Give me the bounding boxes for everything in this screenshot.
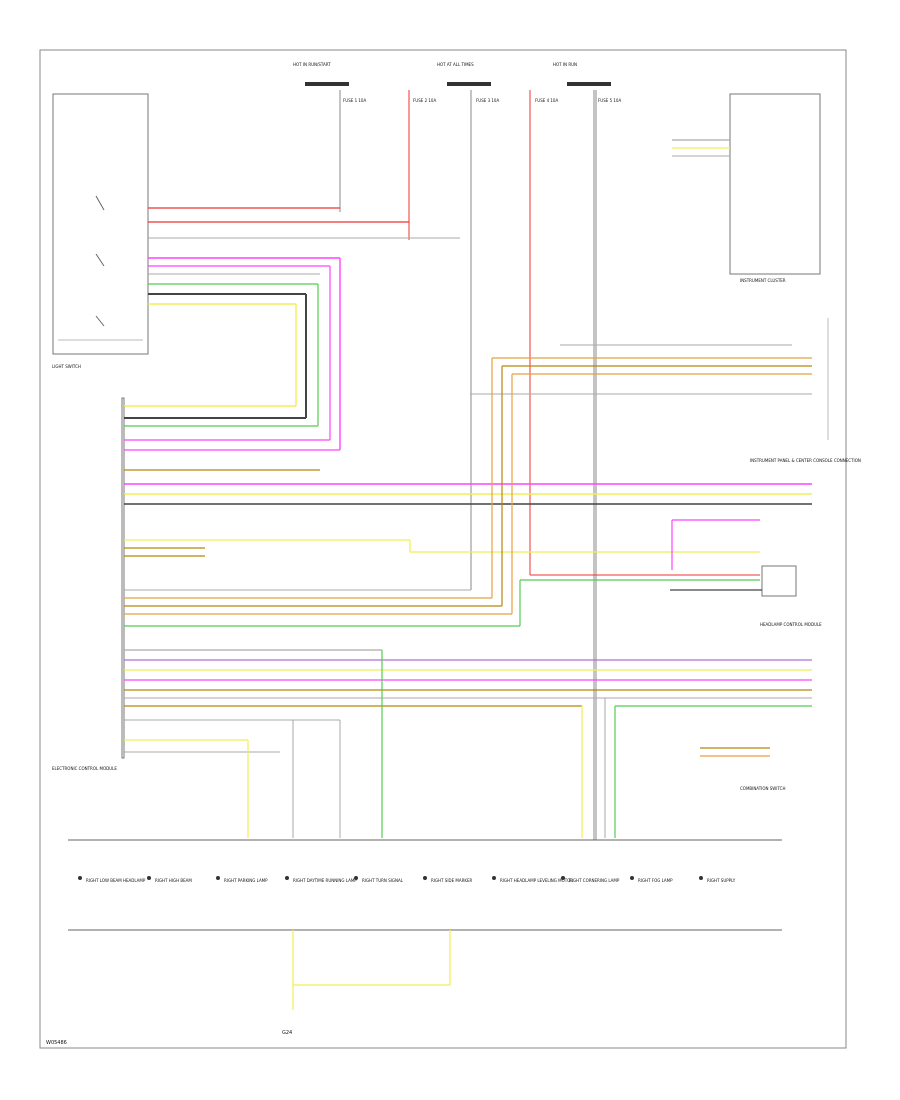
component-label: RIGHT HIGH BEAM (155, 878, 192, 883)
ground-circuit: G24 (282, 930, 451, 1036)
fuse-3-label: FUSE 3 10A (476, 98, 499, 103)
component-label: RIGHT HEADLAMP LEVELING MOTOR (500, 878, 573, 883)
instrument-panel-label: INSTRUMENT PANEL & CENTER CONSOLE CONNEC… (750, 458, 861, 463)
power-supply-label-2: HOT AT ALL TIMES (437, 62, 474, 67)
light-switch-label: LIGHT SWITCH (52, 364, 81, 369)
headlamp-control-label: HEADLAMP CONTROL MODULE (760, 622, 822, 627)
component-label: RIGHT LOW BEAM HEADLAMP (86, 878, 146, 883)
combination-switch: COMBINATION SWITCH (700, 747, 785, 791)
component-label: RIGHT SIDE MARKER (431, 878, 472, 883)
component-pin (630, 876, 634, 880)
ecm-wires (124, 358, 812, 753)
component-pin (699, 876, 703, 880)
diagram-frame (39, 49, 847, 1049)
component-label: RIGHT FOG LAMP (638, 878, 673, 883)
light-switch: LIGHT SWITCH (52, 93, 149, 369)
component-pin (423, 876, 427, 880)
combination-switch-label: COMBINATION SWITCH (740, 786, 785, 791)
power-supply-label-3: HOT IN RUN (553, 62, 577, 67)
headlamp-control-module: HEADLAMP CONTROL MODULE (670, 519, 822, 627)
fuse-2-label: FUSE 2 10A (413, 98, 436, 103)
component-label: RIGHT TURN SIGNAL (362, 878, 404, 883)
instrument-cluster-label: INSTRUMENT CLUSTER (740, 278, 786, 283)
fuse-5-label: FUSE 5 10A (598, 98, 621, 103)
component-pin (492, 876, 496, 880)
fuse-1-label: FUSE 1 10A (343, 98, 366, 103)
component-pin (285, 876, 289, 880)
ground-label: G24 (282, 1030, 292, 1036)
component-pin (78, 876, 82, 880)
light-switch-wires (148, 207, 460, 450)
fuse-4-label: FUSE 4 10A (535, 98, 558, 103)
electronic-control-module: ELECTRONIC CONTROL MODULE (52, 397, 125, 771)
component-pin (561, 876, 565, 880)
electronic-control-label: ELECTRONIC CONTROL MODULE (52, 766, 117, 771)
bottom-component-row: RIGHT LOW BEAM HEADLAMP RIGHT HIGH BEAM RI… (68, 839, 782, 931)
instrument-panel-connection: INSTRUMENT PANEL & CENTER CONSOLE CONNEC… (470, 318, 861, 463)
component-pin (147, 876, 151, 880)
power-supply-headers: HOT IN RUN/START HOT AT ALL TIMES HOT IN… (293, 62, 611, 86)
page-code: W05486 (46, 1040, 67, 1046)
component-label: RIGHT PARKING LAMP (224, 878, 268, 883)
power-supply-label-1: HOT IN RUN/START (293, 62, 331, 67)
component-label: RIGHT CORNERING LAMP (569, 878, 620, 883)
component-label: RIGHT DAYTIME RUNNING LAMP (293, 878, 357, 883)
component-pin (216, 876, 220, 880)
instrument-cluster: INSTRUMENT CLUSTER (672, 93, 821, 283)
vertical-drops (247, 650, 812, 838)
component-pin (354, 876, 358, 880)
component-label: RIGHT SUPPLY (707, 878, 736, 883)
